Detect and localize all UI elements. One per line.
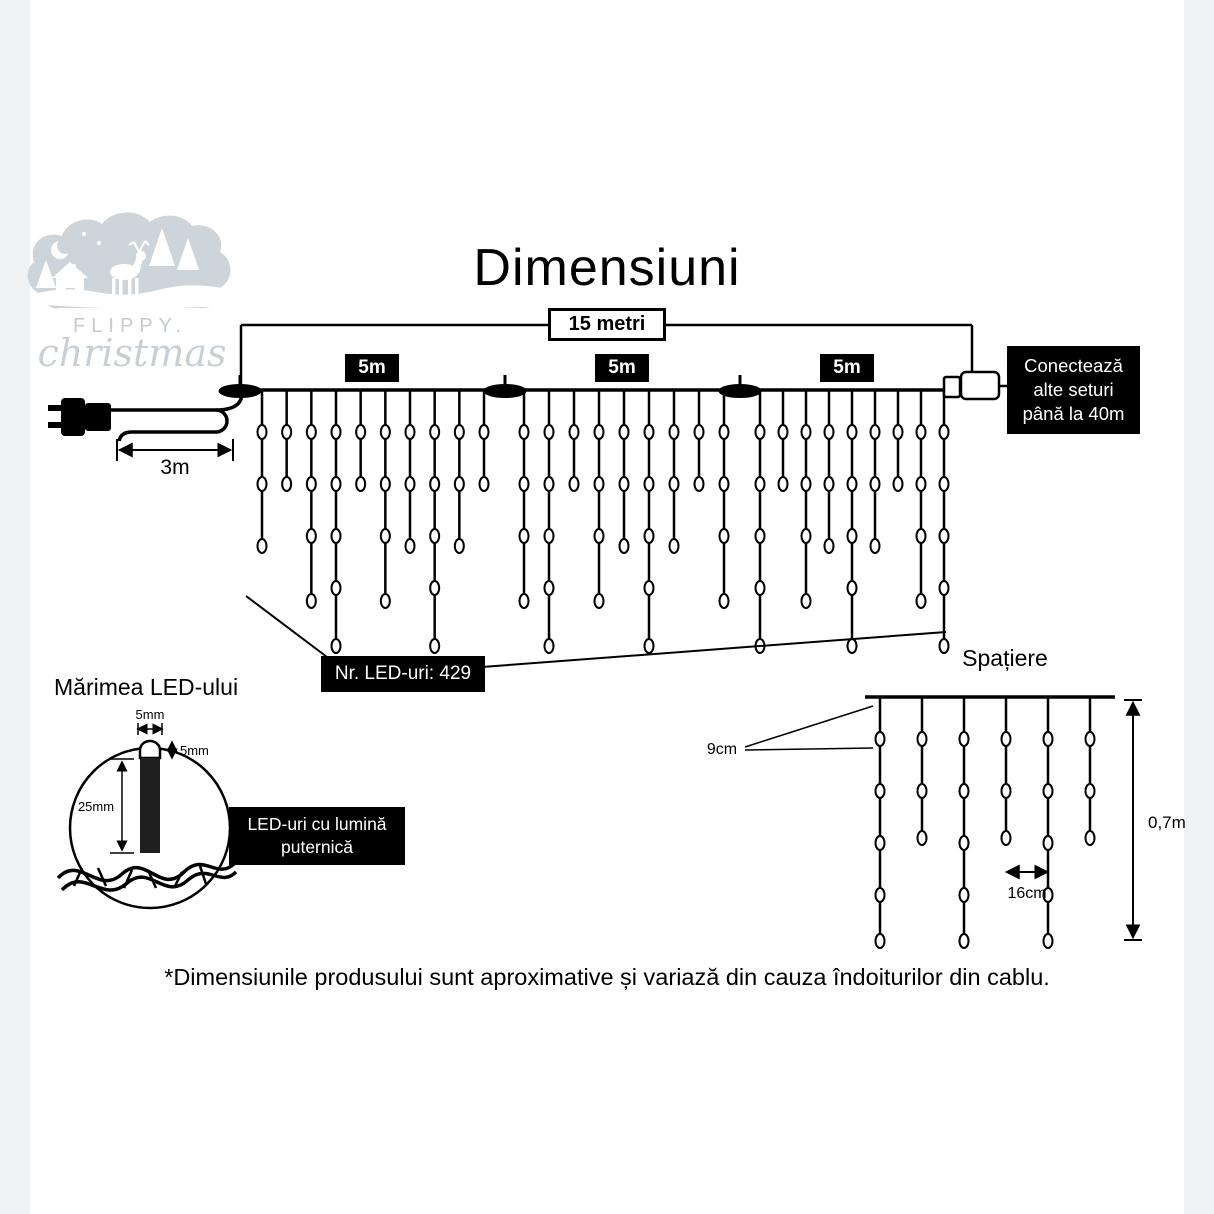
bulb-width-dimension bbox=[136, 723, 164, 735]
segment-length-text: 5m bbox=[608, 356, 636, 378]
drop-length-dimension bbox=[1124, 699, 1142, 941]
led-brightness-line: LED-uri cu lumină bbox=[247, 814, 387, 835]
drop-length-label: 0,7m bbox=[1148, 813, 1186, 832]
logo-moon-mask bbox=[57, 238, 73, 254]
led-size-detail: 5mm 5mm 25mm bbox=[56, 707, 238, 910]
connector-note-line: Conectează bbox=[1024, 354, 1123, 376]
led-gap-label: 9cm bbox=[707, 741, 737, 758]
spacing-diagram: 0,7m 16cm 9cm bbox=[707, 695, 1186, 949]
logo-brand-text: FLIPPY. bbox=[73, 315, 187, 337]
led-brightness-badge: LED-uri cu lumină puternică bbox=[229, 807, 405, 865]
led-brightness-line: puternică bbox=[281, 837, 353, 857]
led-height-dimension bbox=[110, 758, 134, 854]
segment-length-text: 5m bbox=[833, 356, 861, 378]
logo-house-roof bbox=[52, 262, 88, 278]
connector-note-badge: Conectează alte seturi până la 40m bbox=[1007, 346, 1140, 434]
right-margin-strip bbox=[1184, 0, 1214, 1214]
segment-length-badge: 5m bbox=[820, 354, 874, 382]
led-count-leader-lines bbox=[245, 595, 947, 668]
spacing-strands bbox=[874, 697, 1096, 949]
left-margin-strip bbox=[0, 0, 30, 1214]
logo-brand-script: christmas bbox=[37, 331, 226, 375]
logo-tree-icon bbox=[36, 260, 56, 288]
bulb-width-label: 5mm bbox=[136, 707, 165, 722]
segment-length-badge: 5m bbox=[345, 354, 399, 382]
logo-tree-icon bbox=[177, 238, 199, 270]
drop-gap-label: 16cm bbox=[1007, 885, 1046, 902]
brand-logo: FLIPPY. christmas bbox=[27, 212, 231, 375]
lead-length-dimension bbox=[116, 439, 234, 461]
led-gap-leader-lines bbox=[744, 705, 874, 751]
led-bulb-dome bbox=[138, 739, 162, 760]
led-count-badge: Nr. LED-uri: 429 bbox=[321, 656, 485, 692]
segment-length-badge: 5m bbox=[595, 354, 649, 382]
logo-snow-ground bbox=[34, 285, 222, 309]
power-plug-icon bbox=[48, 398, 111, 436]
connector-note-line: până la 40m bbox=[1022, 403, 1125, 425]
total-length-badge: 15 metri bbox=[548, 308, 666, 341]
lead-wire bbox=[111, 392, 244, 442]
logo-star-icon bbox=[82, 232, 86, 236]
cable-connectors bbox=[218, 375, 762, 398]
spacing-heading: Spațiere bbox=[962, 645, 1048, 671]
curtain-strands bbox=[256, 390, 950, 654]
footer-disclaimer: *Dimensiunile produsului sunt aproximati… bbox=[164, 964, 1050, 990]
led-size-heading: Mărimea LED-ului bbox=[54, 674, 239, 700]
page-title: Dimensiuni bbox=[473, 239, 741, 297]
segment-length-text: 5m bbox=[358, 356, 386, 378]
led-height-label: 25mm bbox=[78, 799, 114, 814]
total-length-text: 15 metri bbox=[568, 313, 646, 335]
lead-length-label: 3m bbox=[160, 456, 190, 479]
bulb-height-label: 5mm bbox=[180, 743, 209, 758]
twisted-cable-icon bbox=[56, 862, 238, 892]
logo-star-icon bbox=[97, 241, 101, 245]
connector-note-line: alte seturi bbox=[1033, 378, 1114, 400]
extension-connector-icon bbox=[942, 370, 1007, 401]
led-tube bbox=[140, 758, 160, 853]
led-count-text: Nr. LED-uri: 429 bbox=[334, 662, 472, 684]
logo-deer-icon bbox=[110, 240, 150, 295]
logo-tree-icon bbox=[149, 228, 175, 266]
